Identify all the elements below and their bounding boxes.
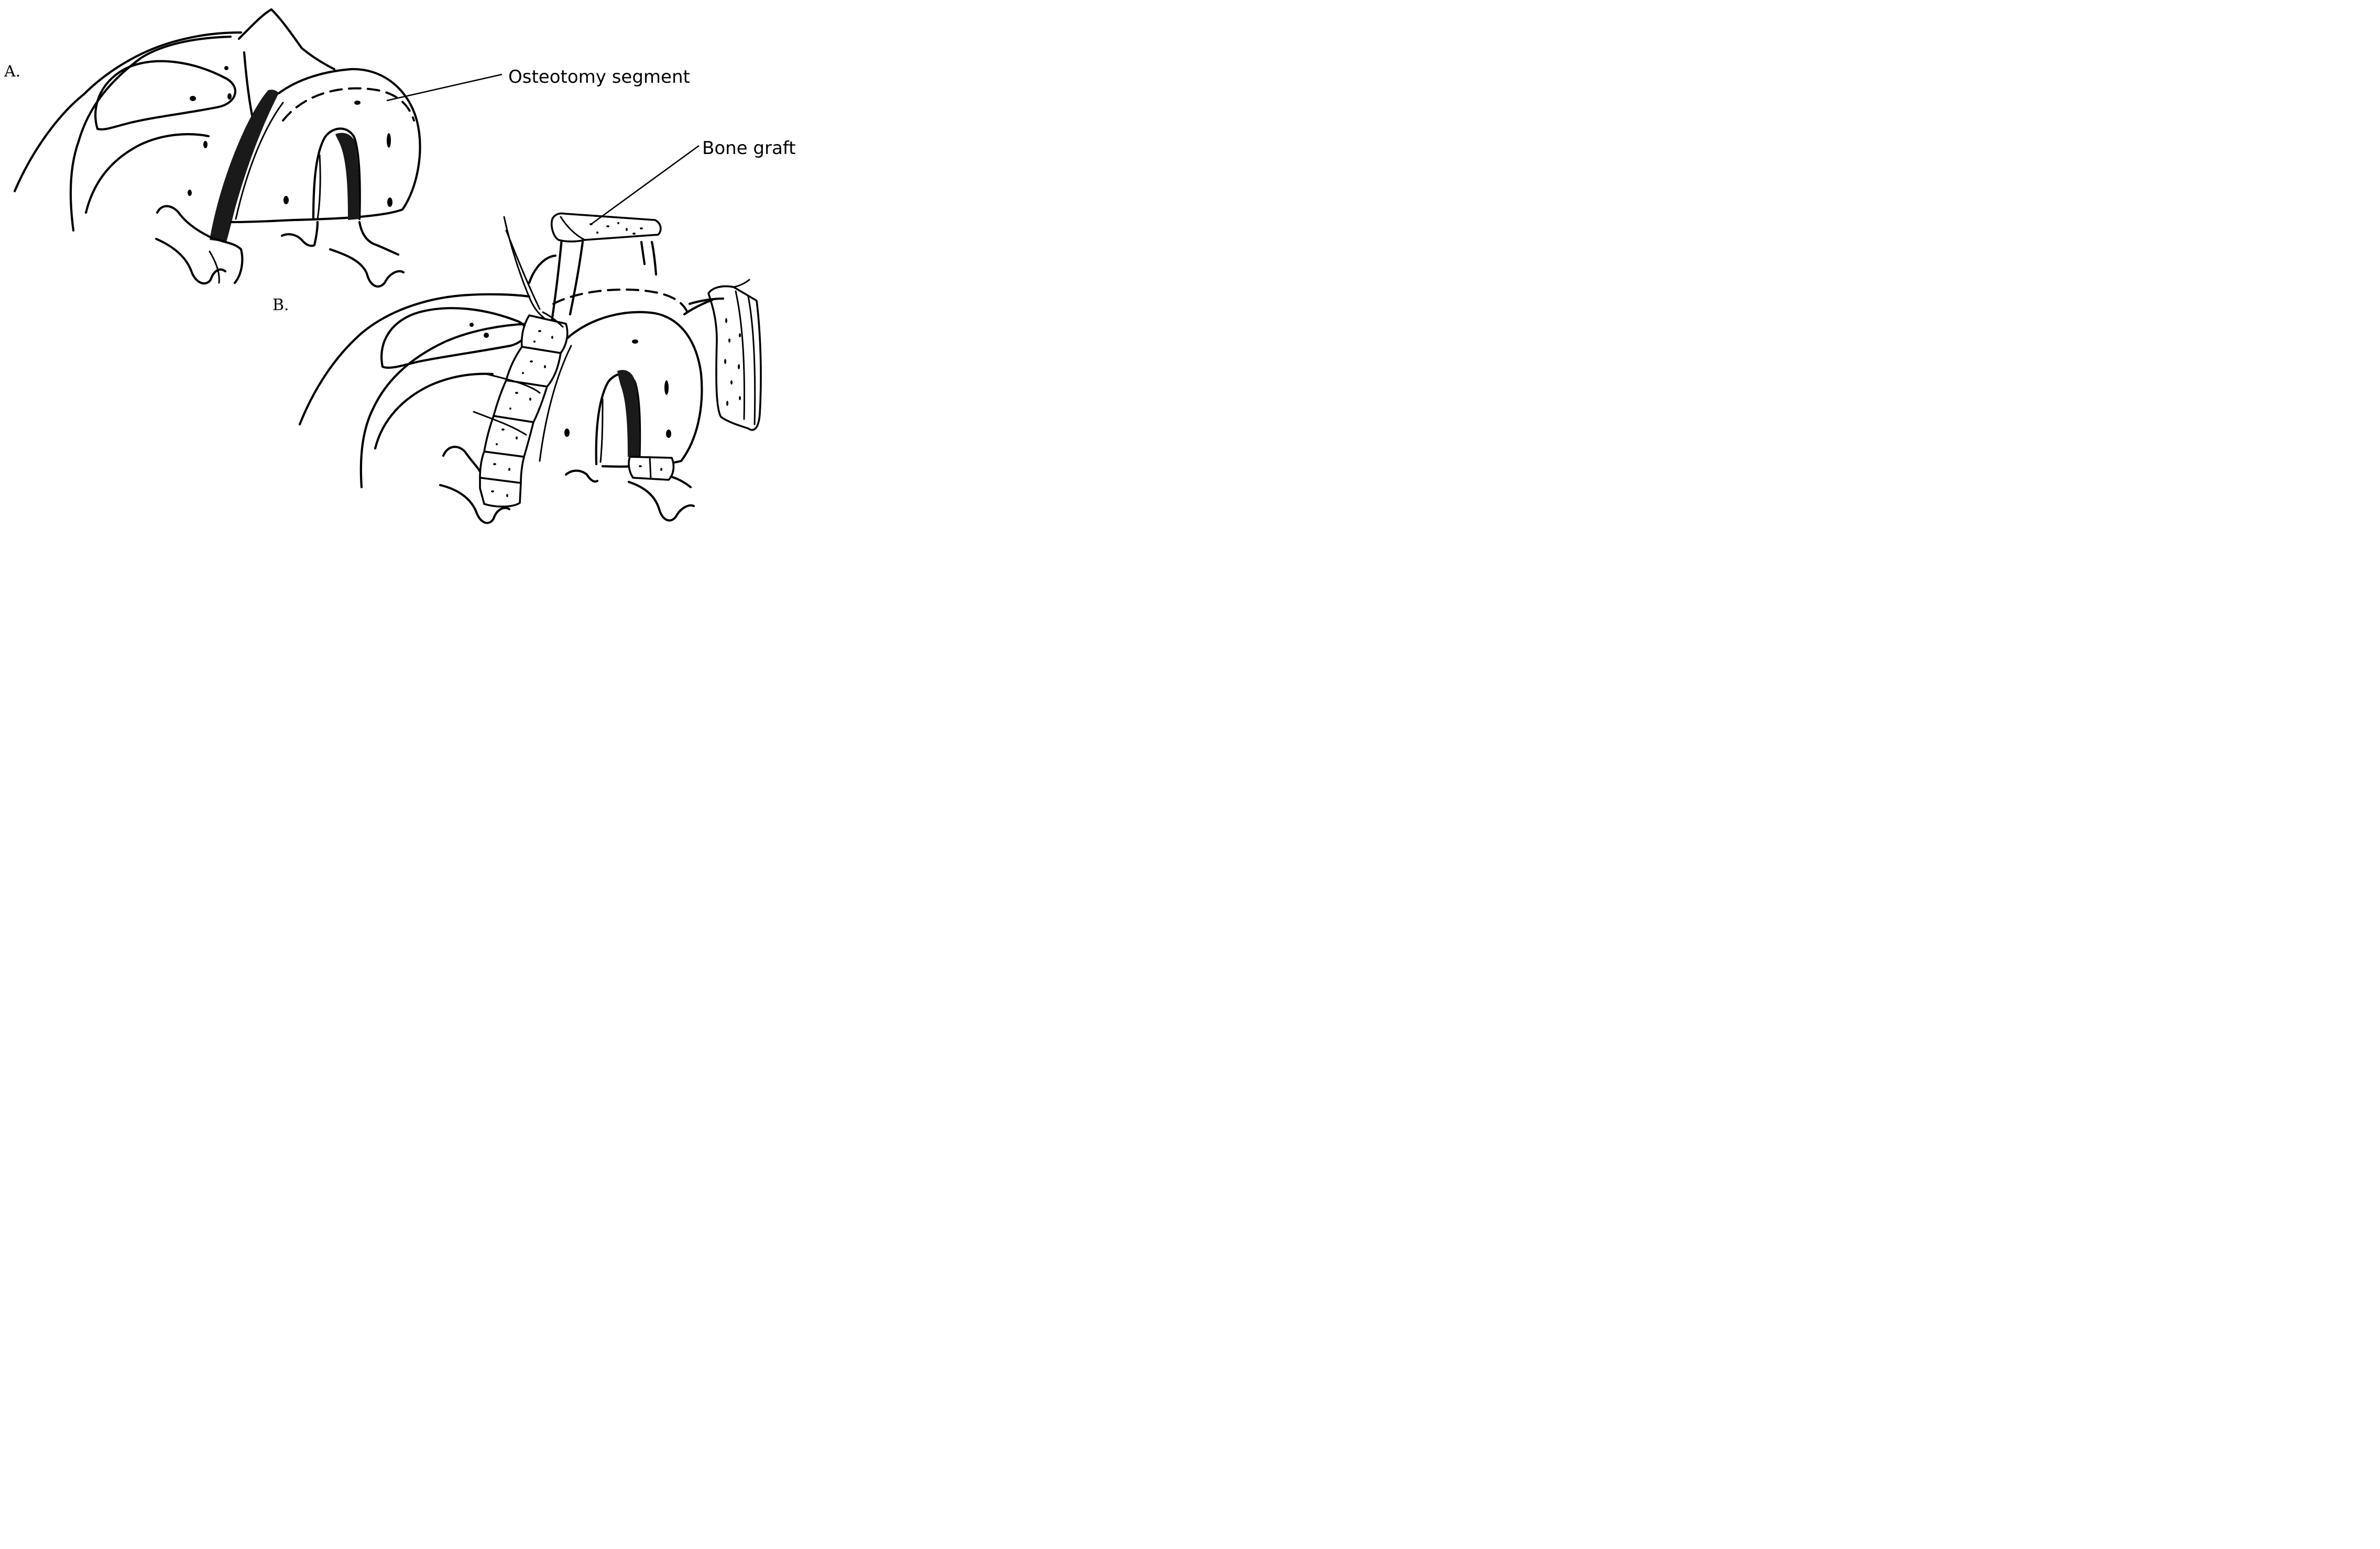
panel-b-speck [470, 323, 474, 327]
panel-a-right-tooth [330, 249, 403, 287]
panel-a-right-process [359, 222, 398, 255]
panel-b-label: B. [272, 296, 289, 314]
panel-b-strut-right [652, 242, 656, 274]
panel-b-speck [632, 339, 638, 344]
panel-a-speck [224, 66, 228, 70]
panel-b-speck [666, 430, 671, 438]
panel-a: A. [4, 9, 690, 287]
osteotomy-segment-leader [387, 74, 502, 101]
panel-a-segment-dashed-edge [283, 89, 414, 120]
panel-b-speck [639, 465, 642, 467]
bone-graft-strip [708, 287, 761, 430]
panel-b-wire-left [504, 217, 550, 322]
panel-b-right-tooth [629, 482, 694, 521]
bone-graft-leader [591, 146, 699, 224]
panel-b-graft-stack [480, 315, 567, 507]
panel-b-strut-left [551, 239, 562, 325]
panel-b-posterior-bulge [529, 256, 555, 283]
panel-a-speck [283, 196, 289, 204]
panel-a-speck [387, 133, 391, 148]
panel-b-arch-inner-line [601, 399, 603, 462]
panel-b-strut-left-2 [570, 242, 583, 314]
panel-a-speck [203, 141, 208, 148]
panel-a-skull-outline [15, 32, 241, 191]
panel-b-speck [664, 380, 669, 395]
panel-a-osteotomy-gap [210, 90, 279, 242]
panel-b-arch-base-graft-divider [650, 457, 651, 479]
osteotomy-segment-label: Osteotomy segment [508, 67, 690, 87]
panel-a-speck [354, 101, 361, 105]
bone-graft-label: Bone graft [702, 138, 796, 159]
panel-b-right-process [671, 477, 691, 487]
panel-b-speck [484, 333, 489, 338]
panel-b-speck [564, 429, 570, 437]
panel-b-strut-right-2 [641, 242, 645, 264]
panel-a-arch-inner-line [318, 155, 320, 219]
panel-b-left-process [443, 447, 480, 471]
panel-b-malar-curve [375, 374, 493, 448]
panel-b-speck [660, 468, 662, 471]
panel-a-skull-contour [71, 37, 231, 230]
panel-a-mid-tooth [282, 222, 318, 246]
panel-a-speck [188, 190, 192, 196]
panel-a-speck [190, 96, 196, 101]
panel-a-orbit [95, 61, 235, 129]
panel-a-nasal-spike [239, 9, 334, 69]
panel-a-label: A. [4, 62, 20, 81]
panel-a-speck [227, 93, 232, 100]
panel-a-speck [387, 197, 392, 207]
panel-b-strip-wire [734, 280, 749, 287]
surgical-diagram: A. [0, 0, 812, 529]
panel-b-mid-tooth [566, 471, 597, 482]
panel-a-malar-curve [86, 134, 209, 213]
